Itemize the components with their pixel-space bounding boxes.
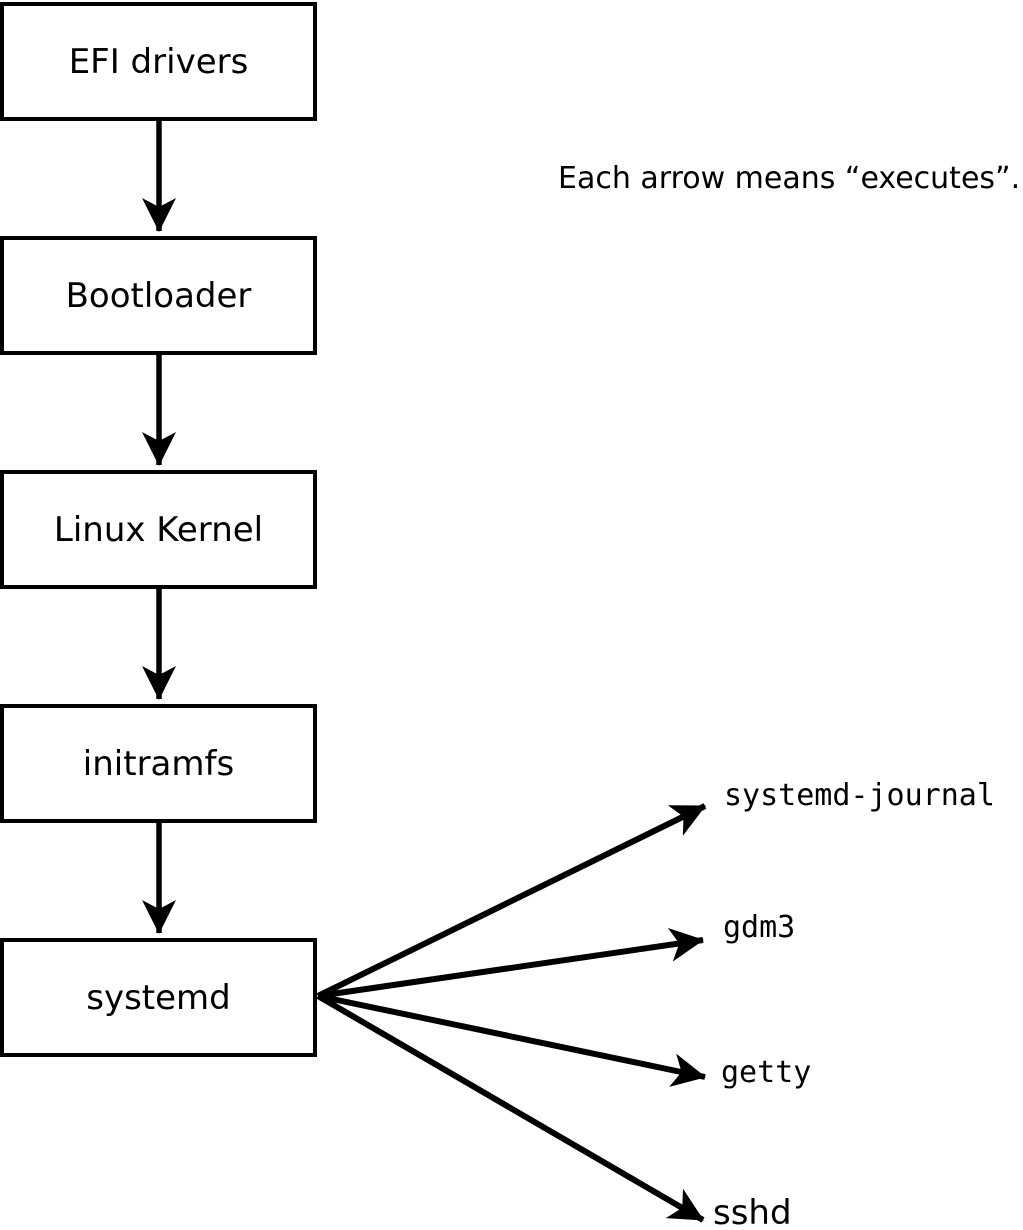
flow-node-label: Linux Kernel [53, 509, 264, 550]
target-label-systemd-journal: systemd-journal [724, 778, 995, 813]
target-label-getty: getty [721, 1055, 812, 1090]
arrow-systemd-to-getty [317, 993, 706, 1087]
arrow-systemd-to-gdm3 [317, 927, 704, 999]
arrow-legend-text: Each arrow means “executes”. [558, 161, 1021, 196]
arrow-systemd-to-sshd [316, 993, 705, 1223]
flow-node-label: Bootloader [65, 275, 252, 316]
flow-node-label: systemd [86, 977, 231, 1018]
target-label-sshd: sshd [713, 1193, 792, 1230]
flow-node-label: initramfs [82, 743, 235, 784]
flow-node-systemd: systemd [0, 938, 317, 1057]
flow-node-label: EFI drivers [68, 41, 249, 82]
flow-node-efi-drivers: EFI drivers [0, 2, 317, 121]
flow-node-linux-kernel: Linux Kernel [0, 470, 317, 589]
target-label-gdm3: gdm3 [723, 910, 796, 945]
flow-node-bootloader: Bootloader [0, 236, 317, 355]
arrow-systemd-to-systemd-journal [316, 803, 707, 999]
flow-node-initramfs: initramfs [0, 704, 317, 823]
